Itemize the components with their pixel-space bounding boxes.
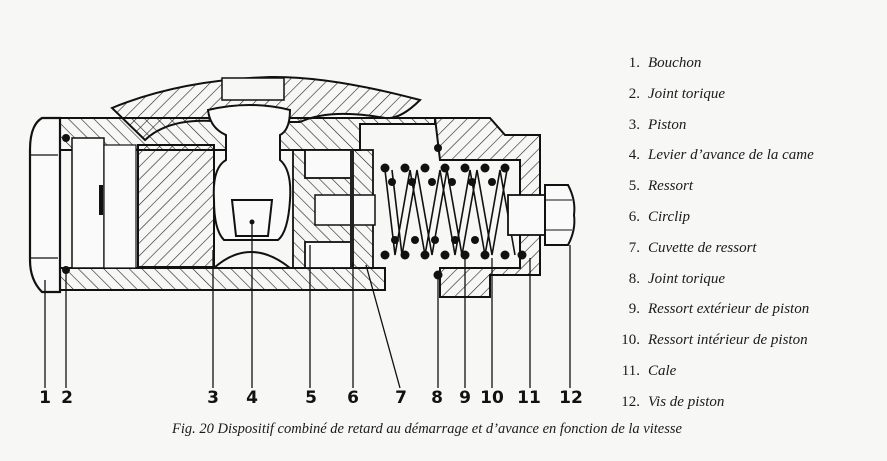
spring-cup-assembly [292, 149, 376, 269]
callout-1: 1 [39, 388, 51, 408]
callout-5: 5 [305, 388, 317, 408]
legend-label: Joint torique [648, 270, 726, 287]
o-ring-2b [62, 266, 70, 274]
legend-number: 9. [628, 301, 640, 318]
legend-number: 8. [628, 270, 640, 287]
o-ring-2 [62, 134, 70, 142]
legend-number: 7. [628, 239, 640, 256]
callout-2: 2 [61, 388, 73, 408]
legend-number: 12. [621, 393, 640, 410]
legend-number: 11. [621, 362, 640, 379]
legend-label: Ressort intérieur de piston [648, 332, 808, 349]
legend-item: 1. Bouchon [612, 55, 814, 86]
legend-label: Joint torique [648, 85, 726, 102]
piston-screw [507, 184, 576, 246]
legend-item: 8. Joint torique [612, 271, 814, 302]
legend-item: 4. Levier d’avance de la came [612, 147, 814, 178]
legend-number: 6. [628, 208, 640, 225]
callout-4: 4 [246, 388, 258, 408]
callout-7: 7 [395, 388, 407, 408]
legend-number: 1. [628, 55, 640, 71]
callout-6: 6 [347, 388, 359, 408]
callout-3: 3 [207, 388, 219, 408]
legend-item: 7. Cuvette de ressort [612, 240, 814, 271]
inner-sleeve [71, 137, 137, 269]
legend-label: Vis de piston [648, 393, 725, 410]
plug-bouchon [28, 116, 62, 294]
legend-item: 6. Circlip [612, 209, 814, 240]
legend-label: Bouchon [648, 55, 702, 71]
spring-coil-sections [380, 144, 527, 280]
legend-item: 11. Cale [612, 363, 814, 394]
legend-item: 12. Vis de piston [612, 394, 814, 425]
legend-label: Levier d’avance de la came [648, 147, 814, 164]
legend-label: Circlip [648, 208, 690, 225]
figure-caption: Fig. 20 Dispositif combiné de retard au … [172, 421, 682, 437]
legend-item: 2. Joint torique [612, 86, 814, 117]
legend-number: 10. [621, 332, 640, 349]
leader-lines [44, 222, 571, 389]
legend-item: 9. Ressort extérieur de piston [612, 301, 814, 332]
advance-lever [206, 104, 292, 269]
legend-item: 10. Ressort intérieur de piston [612, 332, 814, 363]
legend-number: 3. [628, 116, 640, 133]
legend-label: Cuvette de ressort [648, 239, 757, 256]
callout-11: 11 [517, 388, 541, 408]
legend-item: 3. Piston [612, 117, 814, 148]
legend-label: Ressort extérieur de piston [648, 301, 810, 318]
callout-10: 10 [480, 388, 504, 408]
callout-9: 9 [459, 388, 471, 408]
legend-number: 4. [628, 147, 640, 164]
callout-12: 12 [559, 388, 583, 408]
callout-8: 8 [431, 388, 443, 408]
legend-item: 5. Ressort [612, 178, 814, 209]
legend-label: Piston [648, 116, 687, 133]
piston [137, 144, 215, 268]
legend-number: 2. [628, 85, 640, 102]
legend-label: Ressort [648, 178, 693, 195]
legend-number: 5. [628, 178, 640, 195]
legend-label: Cale [648, 362, 677, 379]
parts-legend: 1. Bouchon 2. Joint torique 3. Piston 4. Lev… [612, 55, 814, 425]
